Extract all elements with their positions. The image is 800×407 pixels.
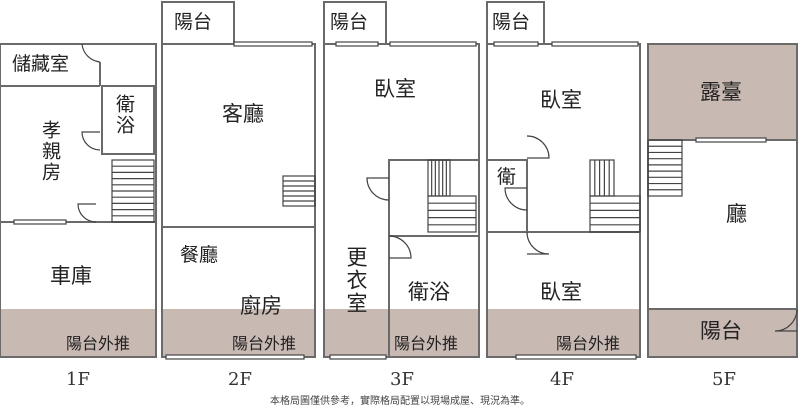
window-frame — [329, 354, 387, 360]
room-living-2f: 客廳 — [222, 102, 264, 126]
balcony-2f: 陽台 — [174, 11, 213, 33]
door-swing — [81, 131, 101, 151]
stair-outline — [589, 159, 615, 197]
extend-3f: 陽台外推 — [394, 334, 459, 353]
room-elder-1f: 孝親房 — [39, 120, 61, 183]
floor-label-2f: 2F — [228, 369, 252, 390]
stair-outline — [647, 139, 683, 197]
door-swing — [366, 177, 390, 201]
stair-outline — [589, 195, 641, 233]
room-kitchen-2f: 廚房 — [240, 294, 282, 318]
stair-outline — [427, 195, 477, 233]
door-swing — [526, 231, 550, 255]
room-bath-3f: 衛浴 — [408, 280, 450, 304]
window-frame — [13, 219, 67, 225]
doors — [77, 43, 798, 332]
window-frame — [695, 137, 767, 143]
balcony-4f: 陽台 — [492, 11, 531, 33]
room-bedroom-3f: 臥室 — [374, 77, 416, 101]
window-frame — [389, 41, 477, 47]
door-swing — [774, 308, 798, 332]
extend-4f: 陽台外推 — [556, 334, 621, 353]
balcony-5f: 陽台 — [700, 319, 742, 343]
room-storage-1f: 儲藏室 — [12, 53, 70, 75]
balcony-3f: 陽台 — [330, 11, 369, 33]
floor-label-4f: 4F — [550, 369, 574, 390]
extend-1f: 陽台外推 — [66, 334, 131, 353]
room-bath-1f: 衛浴 — [113, 94, 135, 136]
window-frame — [551, 41, 639, 47]
room-bedroom1-4f: 臥室 — [540, 88, 582, 112]
floor-label-5f: 5F — [712, 369, 736, 390]
door-swing — [504, 187, 528, 211]
window-frame — [335, 41, 379, 47]
door-swing — [526, 135, 550, 159]
window-frame — [493, 41, 539, 47]
floor-label-3f: 3F — [390, 369, 414, 390]
door-swing — [388, 235, 412, 259]
floor-label-1f: 1F — [66, 369, 90, 390]
room-dining-2f: 餐廳 — [180, 244, 219, 266]
disclaimer-note: 本格局圖僅供參考，實際格局配置以現場成屋、現況為準。 — [270, 396, 530, 407]
room-hall-5f: 廳 — [726, 202, 747, 226]
room-bath-4f: 衛 — [497, 166, 517, 188]
terrace-5f: 露臺 — [700, 80, 742, 104]
extend-2f: 陽台外推 — [232, 334, 297, 353]
room-closet-3f: 更衣室 — [344, 246, 368, 315]
windows — [13, 41, 767, 360]
window-frame — [515, 354, 637, 360]
window-frame — [165, 354, 305, 360]
window-frame — [233, 41, 313, 47]
room-bedroom2-4f: 臥室 — [540, 280, 582, 304]
stairs — [111, 139, 683, 233]
shaded-areas — [0, 44, 797, 357]
door-swing — [81, 43, 101, 63]
door-swing — [77, 203, 97, 223]
room-garage-1f: 車庫 — [50, 264, 92, 288]
